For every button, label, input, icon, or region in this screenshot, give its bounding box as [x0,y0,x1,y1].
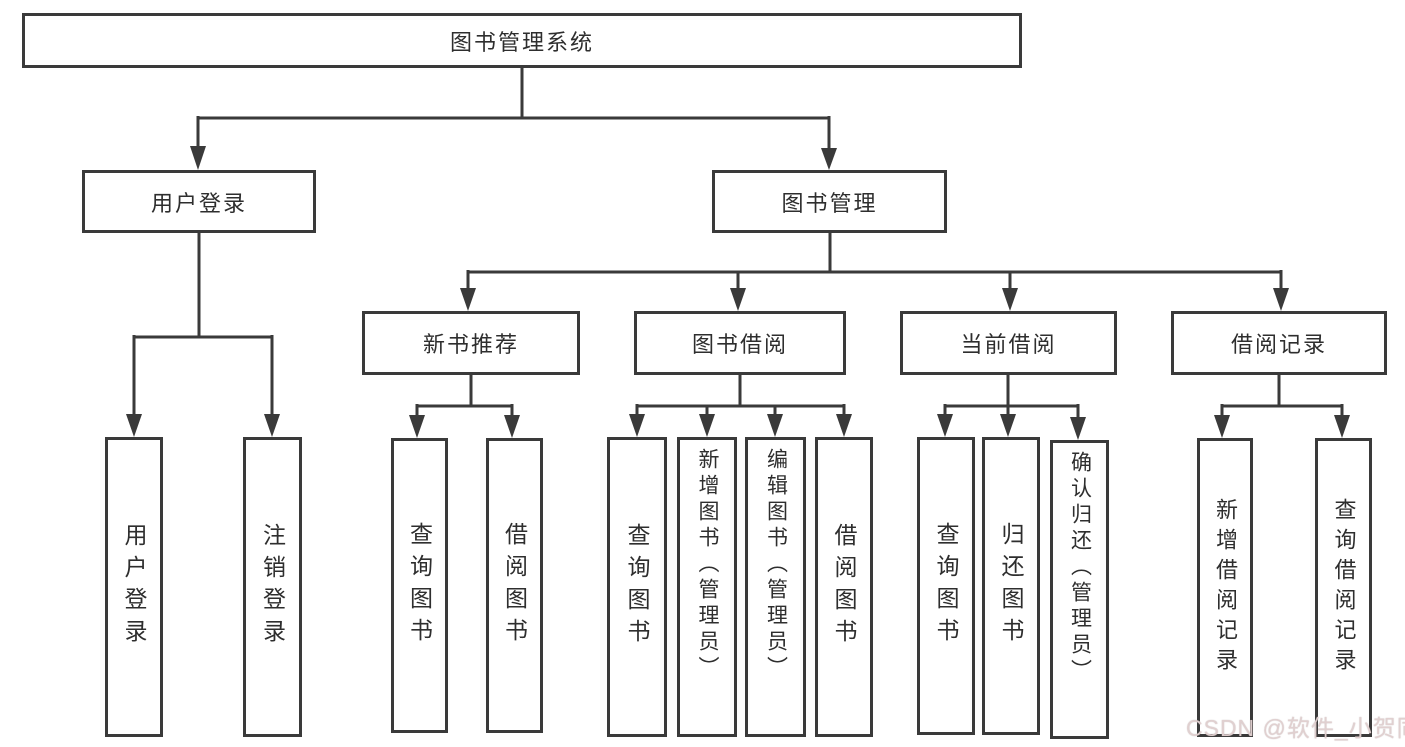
arrowhead [1000,414,1016,437]
node-label: 当前借阅 [960,332,1057,357]
connector-root-to-level2 [196,66,831,150]
node-label: 注销登录 [259,523,286,651]
node-borrow-books-recommend: 借阅图书 [486,438,543,733]
node-new-book-recommendation: 新书推荐 [362,311,580,375]
connector-new-book-recommendation-branch [415,373,514,416]
connector-book-borrowing-branch [635,373,846,415]
node-return-books: 归还图书 [982,437,1040,735]
arrowhead [767,414,783,437]
node-label: 用户登录 [150,190,247,216]
node-label: 查询图书 [624,523,650,651]
arrowhead [409,415,425,438]
arrowhead [126,414,142,437]
node-label: 确认归还（管理员） [1068,451,1092,685]
node-label: 借阅记录 [1230,332,1327,357]
node-label: 查询图书 [933,522,959,650]
node-query-books-recommend: 查询图书 [391,438,448,733]
node-add-books-admin: 新增图书（管理员） [677,437,737,737]
node-label: 归还图书 [998,522,1024,650]
arrowhead [699,414,715,437]
node-label: 图书管理 [781,190,878,216]
node-label: 编辑图书（管理员） [764,448,788,682]
arrowhead [1214,415,1230,438]
node-label: 新增图书（管理员） [696,448,719,682]
arrowhead [1334,415,1350,438]
node-label: 查询图书 [406,521,433,650]
node-label: 新书推荐 [422,332,519,357]
arrowhead [264,414,280,437]
node-user-login-group: 用户登录 [82,170,316,233]
node-label: 借阅图书 [831,523,857,651]
connector-current-borrowing-branch [943,373,1080,417]
node-label: 借阅图书 [501,521,528,650]
arrowhead [836,414,852,437]
arrowhead [821,148,837,170]
arrowhead [730,288,746,311]
arrowhead [190,146,206,170]
node-logout: 注销登录 [243,437,302,737]
arrowhead [1273,288,1289,311]
arrowhead [504,415,520,438]
arrowhead [1002,288,1018,311]
node-edit-books-admin: 编辑图书（管理员） [745,437,806,737]
node-query-borrow-record: 查询借阅记录 [1315,438,1372,737]
node-borrow-books: 借阅图书 [815,437,873,737]
arrowhead [1070,417,1086,440]
node-confirm-return-admin: 确认归还（管理员） [1050,440,1109,739]
node-label: 图书借阅 [691,332,788,357]
arrowhead [937,414,953,437]
connector-book-management-branch [466,231,1283,289]
arrowhead [629,414,645,437]
node-book-borrowing: 图书借阅 [634,311,846,375]
node-book-management: 图书管理 [712,170,947,233]
node-current-borrowing: 当前借阅 [900,311,1117,375]
node-library-management-system: 图书管理系统 [22,13,1022,68]
connector-user-login-branch [132,231,274,415]
node-add-borrow-record: 新增借阅记录 [1197,438,1253,737]
node-label: 查询借阅记录 [1331,497,1357,678]
node-borrowing-records: 借阅记录 [1171,311,1387,375]
connector-borrowing-records-branch [1220,373,1344,416]
node-query-books-borrowing: 查询图书 [607,437,667,737]
node-label: 新增借阅记录 [1213,497,1238,678]
node-label: 用户登录 [121,523,147,651]
csdn-watermark: CSDN @软件_小贺同学 [1186,715,1405,741]
node-query-books-current: 查询图书 [917,437,975,735]
node-user-login: 用户登录 [105,437,163,737]
node-label: 图书管理系统 [449,29,594,55]
arrowhead [460,288,476,311]
